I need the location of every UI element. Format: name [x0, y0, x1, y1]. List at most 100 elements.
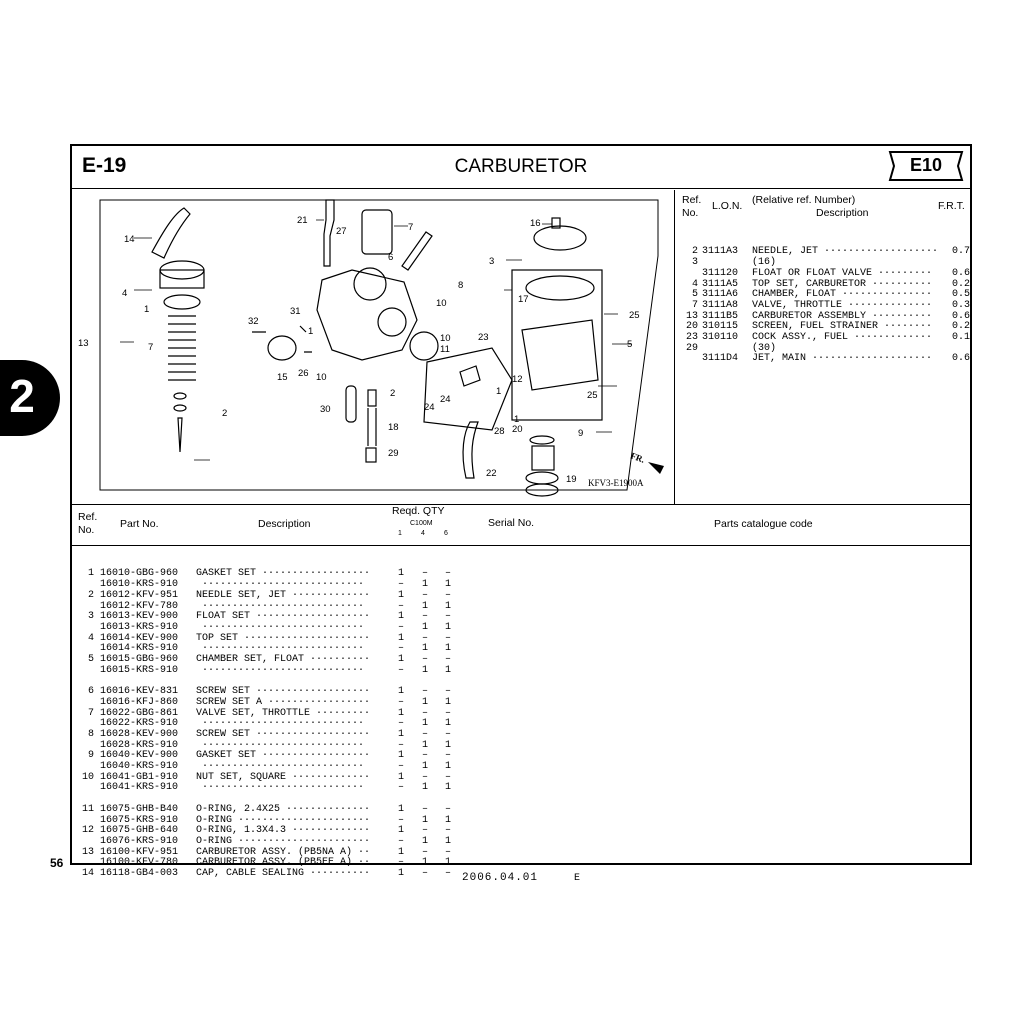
svg-text:25: 25 — [587, 390, 598, 401]
lon-frt: 0.2 — [951, 278, 970, 290]
svg-text:23: 23 — [478, 332, 489, 343]
lon-frt: 0.6 — [951, 310, 970, 322]
lon-code: 3111A3 — [702, 246, 739, 258]
lon-desc: VALVE, THROTTLE ·············· — [752, 299, 933, 311]
part-desc: VALVE SET, THROTTLE ········· — [196, 707, 371, 719]
lon-ref: 3 — [691, 257, 698, 269]
page-number: 56 — [50, 856, 64, 870]
lon-ref: 4 — [691, 278, 698, 290]
page-title: CARBURETOR — [454, 156, 588, 177]
qty: – — [397, 857, 404, 869]
qty: – — [397, 835, 404, 847]
lon-code: 3111A5 — [702, 278, 739, 290]
part-desc: O-RING, 1.3X4.3 ············· — [196, 825, 371, 837]
lon-table: Ref. No. L.O.N. (Relative ref. Number) D… — [676, 190, 970, 504]
part-ref — [78, 698, 94, 709]
parts-ref-col: 1 2 3 4 5 6 7 8 9 10 11 12 13 14 — [78, 548, 94, 901]
part-number: 16015-GBG-960 — [100, 654, 179, 666]
qty: 1 — [397, 707, 404, 719]
part-ref: 2 — [87, 589, 94, 601]
svg-text:11: 11 — [440, 344, 450, 355]
description-label: Description — [258, 518, 311, 530]
lon-desc-col: NEEDLE, JET ···················(16)FLOAT… — [752, 226, 938, 387]
qty-col-2: 4 — [421, 530, 425, 537]
qty: – — [444, 771, 451, 783]
qty: – — [444, 846, 451, 858]
lon-relative-label: (Relative ref. Number) — [752, 194, 856, 206]
part-number: 16041-KRS-910 — [100, 782, 179, 794]
lon-code: 3111B5 — [702, 310, 739, 322]
svg-text:10: 10 — [440, 333, 451, 344]
qty: 1 — [444, 579, 451, 591]
parts-no-label: No. — [78, 524, 95, 536]
svg-text:24: 24 — [424, 402, 435, 413]
qty: – — [397, 814, 404, 826]
qty: – — [421, 750, 428, 762]
qty: 1 — [421, 782, 428, 794]
lon-frt: 0.3 — [951, 299, 970, 311]
engine-badge: E10 — [888, 150, 964, 182]
qty: 1 — [397, 589, 404, 601]
exploded-diagram: 14 21 27 7 16 4 1 6 3 8 10 13 7 32 31 1 … — [72, 190, 675, 504]
lon-desc: NEEDLE, JET ··················· — [752, 246, 939, 258]
qty: 1 — [397, 771, 404, 783]
part-ref: 12 — [81, 825, 94, 837]
part-desc: SCREW SET A ················· — [196, 696, 371, 708]
qty: 1 — [444, 664, 451, 676]
qty: 1 — [444, 696, 451, 708]
part-desc: GASKET SET ·················· — [196, 568, 371, 580]
svg-text:28: 28 — [494, 426, 505, 437]
part-number: 16040-KRS-910 — [100, 761, 179, 773]
part-number: 16015-KRS-910 — [100, 664, 179, 676]
qty: – — [421, 589, 428, 601]
qty: 1 — [397, 750, 404, 762]
part-ref: 7 — [87, 707, 94, 719]
qty-c100m-1: 1–1–1–1–1– 1–1–1–1–1– 1–1–1–1 — [394, 548, 408, 901]
svg-text:8: 8 — [458, 280, 463, 291]
part-ref: 6 — [87, 686, 94, 698]
qty: 1 — [421, 664, 428, 676]
parts-desc-col: GASKET SET ·················· ··········… — [196, 548, 370, 901]
part-number: 16041-GB1-910 — [100, 771, 179, 783]
svg-text:30: 30 — [320, 404, 331, 415]
lon-frt: 0.5 — [951, 289, 970, 301]
section-code: E-19 — [82, 154, 127, 177]
svg-text:24: 24 — [440, 394, 451, 405]
part-number: 16075-GHB-B40 — [100, 803, 179, 815]
lon-desc: FLOAT OR FLOAT VALVE ········· — [752, 267, 933, 279]
part-desc: CARBURETOR ASSY. (PB5EE A) ·· — [196, 857, 371, 869]
part-ref: 4 — [87, 632, 94, 644]
qty: – — [421, 771, 428, 783]
lon-code: 3111D4 — [702, 353, 739, 365]
lon-column-label: L.O.N. — [712, 200, 743, 212]
svg-text:2: 2 — [222, 408, 227, 419]
qty: – — [421, 825, 428, 837]
svg-text:1: 1 — [514, 414, 519, 425]
svg-text:17: 17 — [518, 294, 529, 305]
lon-code: 311120 — [702, 267, 739, 279]
parts-ref-label: Ref. — [78, 511, 98, 523]
svg-text:1: 1 — [144, 304, 149, 315]
part-desc: O-RING ······················ — [196, 814, 371, 826]
part-ref: 11 — [81, 803, 94, 815]
svg-text:FR.: FR. — [629, 450, 646, 464]
qty: – — [421, 728, 428, 740]
qty: 1 — [421, 835, 428, 847]
part-number: 16076-KRS-910 — [100, 835, 179, 847]
part-number: 16016-KEV-831 — [100, 686, 179, 698]
lon-code: 3111A8 — [702, 299, 739, 311]
lon-frt: 0.6 — [951, 267, 970, 279]
svg-text:25: 25 — [629, 310, 640, 321]
lon-desc: TOP SET, CARBURETOR ·········· — [752, 278, 933, 290]
qty: 1 — [421, 857, 428, 869]
svg-text:21: 21 — [297, 215, 308, 226]
qty: 1 — [397, 868, 404, 880]
part-ref: 14 — [81, 868, 94, 880]
model-label: C100M — [410, 520, 433, 527]
qty: – — [444, 750, 451, 762]
svg-text:10: 10 — [436, 298, 447, 309]
qty: 1 — [444, 621, 451, 633]
part-ref: 5 — [87, 654, 94, 666]
qty: – — [421, 803, 428, 815]
qty: 1 — [397, 632, 404, 644]
